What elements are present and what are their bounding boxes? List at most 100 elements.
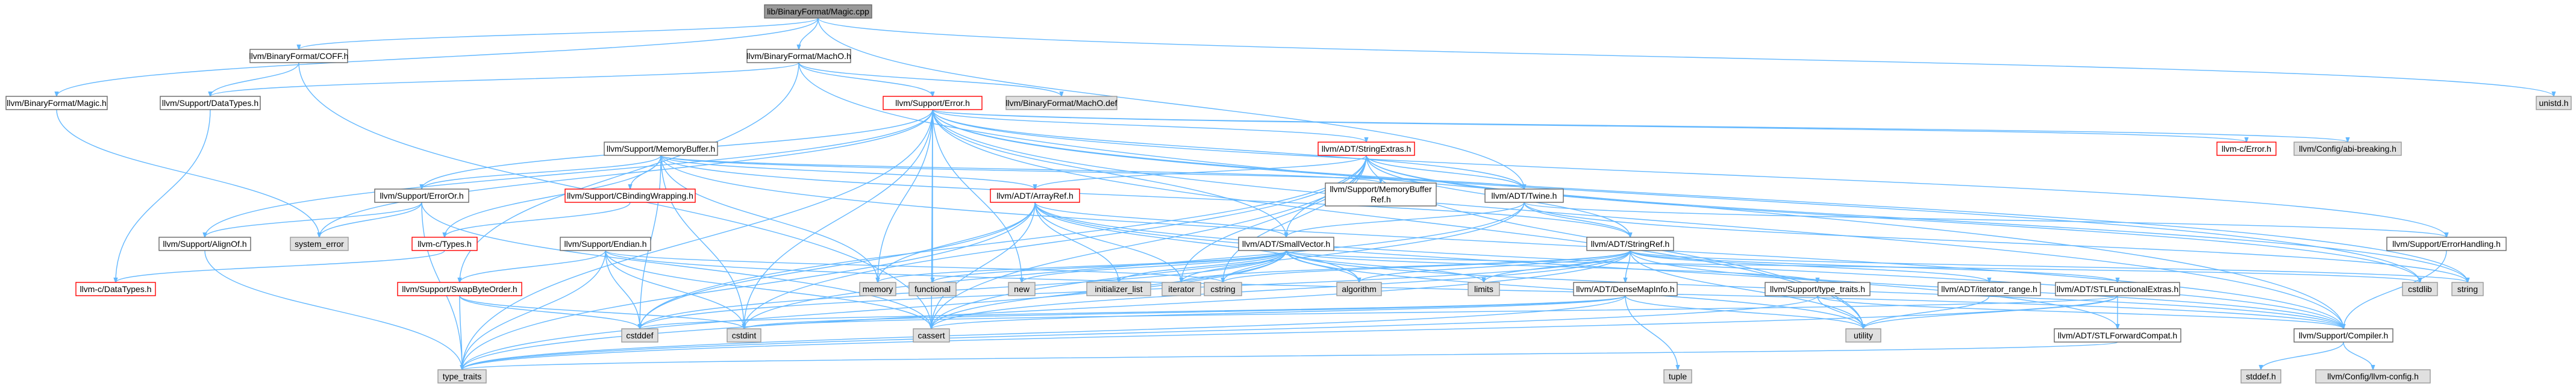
edge-arrayref_h-to-iterator (1034, 202, 1181, 282)
node-cstddef[interactable]: cstddef (621, 328, 658, 343)
edge-arrayref_h-to-algorithm (1034, 202, 1359, 282)
node-initializer-list[interactable]: initializer_list (1086, 282, 1151, 296)
node-llvm-support-alignof-h[interactable]: llvm/Support/AlignOf.h (158, 237, 251, 251)
edge-stringref_h-to-type_traits (462, 250, 1631, 370)
node-cstdint[interactable]: cstdint (727, 328, 761, 343)
node-cassert[interactable]: cassert (913, 328, 950, 343)
edge-stringref_h-to-string (1630, 250, 2468, 282)
node-llvm-adt-stringref-h[interactable]: llvm/ADT/StringRef.h (1586, 237, 1674, 251)
node-llvm-support-cbindingwrapping-h[interactable]: llvm/Support/CBindingWrapping.h (564, 188, 696, 203)
edge-smallvec_h-to-functional (933, 250, 1287, 282)
node-llvm-config-llvm-config-h[interactable]: llvm/Config/llvm-config.h (2315, 369, 2431, 384)
node-box (908, 282, 957, 296)
edge-root-to-macho_h (799, 17, 819, 49)
node-llvm-adt-stringextras-h[interactable]: llvm/ADT/StringExtras.h (1318, 142, 1415, 156)
node-memory[interactable]: memory (859, 282, 896, 296)
edge-macho_h-to-datatypes_h (210, 62, 799, 96)
node-label: llvm/Support/DataTypes.h (162, 98, 258, 108)
node-label: llvm/Support/ErrorHandling.h (2392, 239, 2501, 249)
node-llvm-adt-densemapinfo-h[interactable]: llvm/ADT/DenseMapInfo.h (1573, 282, 1678, 296)
node-label: llvm/BinaryFormat/Magic.h (7, 98, 107, 108)
node-llvm-support-erroror-h[interactable]: llvm/Support/ErrorOr.h (374, 188, 469, 203)
node-llvm-adt-stlfunctionalextras-h[interactable]: llvm/ADT/STLFunctionalExtras.h (2055, 282, 2180, 296)
edge-strext_h-to-arrayref_h (1035, 155, 1367, 189)
node-system-error[interactable]: system_error (290, 237, 349, 251)
edge-membuf_h-to-erroror_h (422, 155, 661, 189)
node-llvm-adt-stlforwardcompat-h[interactable]: llvm/ADT/STLForwardCompat.h (2054, 328, 2181, 343)
node-iterator[interactable]: iterator (1161, 282, 1201, 296)
edge-aligno_h-to-type_traits (204, 250, 462, 370)
node-llvm-support-type-traits-h[interactable]: llvm/Support/type_traits.h (1765, 282, 1871, 296)
node-llvm-support-errorhandling-h[interactable]: llvm/Support/ErrorHandling.h (2386, 237, 2507, 251)
node-llvm-adt-iterator-range-h[interactable]: llvm/ADT/iterator_range.h (1937, 282, 2041, 296)
node-box (290, 237, 349, 251)
node-llvm-c-error-h[interactable]: llvm-c/Error.h (2216, 142, 2277, 156)
node-cstring[interactable]: cstring (1204, 282, 1242, 296)
edge-root-to-twine_h (818, 17, 1524, 189)
node-box (1586, 237, 1674, 251)
node-box (2315, 369, 2431, 384)
edge-strext_h-to-iterator (1181, 155, 1367, 282)
node-cstdlib[interactable]: cstdlib (2402, 282, 2438, 296)
node-utility[interactable]: utility (1845, 328, 1881, 343)
nodes-layer: lib/BinaryFormat/Magic.cpp llvm/BinaryFor… (5, 4, 2572, 384)
node-label: llvm/Support/SwapByteOrder.h (402, 284, 517, 294)
node-llvm-support-endian-h[interactable]: llvm/Support/Endian.h (560, 237, 651, 251)
node-label: llvm/ADT/StringExtras.h (1322, 144, 1411, 154)
node-box (2386, 237, 2507, 251)
node-string[interactable]: string (2451, 282, 2484, 296)
node-llvm-support-error-h[interactable]: llvm/Support/Error.h (883, 96, 983, 110)
edge-error_h-to-string (932, 109, 2468, 282)
edge-error_h-to-cstdint (744, 109, 933, 329)
node-functional[interactable]: functional (908, 282, 957, 296)
edge-twine_h-to-cassert (931, 202, 1525, 329)
node-unistd-h[interactable]: unistd.h (2536, 96, 2572, 110)
node-algorithm[interactable]: algorithm (1336, 282, 1382, 296)
node-tuple[interactable]: tuple (1663, 369, 1692, 384)
node-stddef-h[interactable]: stddef.h (2240, 369, 2281, 384)
node-llvm-c-types-h[interactable]: llvm-c/Types.h (411, 237, 478, 251)
node-box (621, 328, 658, 343)
node-llvm-support-swapbyteorder-h[interactable]: llvm/Support/SwapByteOrder.h (397, 282, 522, 296)
node-type-traits[interactable]: type_traits (437, 369, 487, 384)
node-label: llvm/ADT/SmallVector.h (1242, 239, 1330, 249)
node-llvm-binaryformat-macho-h[interactable]: llvm/BinaryFormat/MachO.h (746, 49, 851, 63)
node-llvm-binaryformat-coff-h[interactable]: llvm/BinaryFormat/COFF.h (249, 49, 349, 63)
edge-compiler_h-to-llvmconfig_h (2343, 341, 2373, 370)
edge-strext_h-to-cstddef (640, 155, 1367, 329)
node-box (1238, 237, 1334, 251)
node-limits[interactable]: limits (1468, 282, 1500, 296)
node-label: cstddef (626, 331, 653, 340)
node-box (1204, 282, 1242, 296)
node-label: llvm/Support/ErrorOr.h (380, 191, 463, 201)
node-box (1336, 282, 1382, 296)
node-llvm-support-memorybuffer-h[interactable]: llvm/Support/MemoryBuffer.h (604, 142, 718, 156)
edge-root-to-magic_h (57, 17, 819, 96)
edge-error_h-to-compiler_h (932, 109, 2343, 329)
node-llvm-adt-arrayref-h[interactable]: llvm/ADT/ArrayRef.h (990, 188, 1080, 203)
edge-densemapinfo_h-to-cstdint (744, 295, 1626, 329)
node-llvm-config-abi-breaking-h[interactable]: llvm/Config/abi-breaking.h (2293, 142, 2402, 156)
node-box (437, 369, 487, 384)
edge-densemapinfo_h-to-cassert (931, 295, 1626, 329)
edge-arrayref_h-to-memory (878, 202, 1036, 282)
node-llvm-support-datatypes-h[interactable]: llvm/Support/DataTypes.h (160, 96, 261, 110)
node-label: cassert (918, 331, 945, 340)
node-lib-binaryformat-magic-cpp[interactable]: lib/BinaryFormat/Magic.cpp (764, 4, 872, 19)
edge-stringref_h-to-algorithm (1359, 250, 1631, 282)
node-llvm-binaryformat-magic-h[interactable]: llvm/BinaryFormat/Magic.h (5, 96, 108, 110)
node-label: llvm/Support/AlignOf.h (163, 239, 246, 249)
edge-swapbyte_h-to-cstdint (459, 295, 744, 329)
node-box (1161, 282, 1201, 296)
node-llvm-adt-smallvector-h[interactable]: llvm/ADT/SmallVector.h (1238, 237, 1334, 251)
node-box (160, 96, 261, 110)
node-llvm-binaryformat-macho-def[interactable]: llvm/BinaryFormat/MachO.def (1005, 96, 1118, 110)
node-new[interactable]: new (1008, 282, 1036, 296)
edge-cbinding_h-to-ctypes_h (445, 202, 631, 237)
node-llvm-support-compiler-h[interactable]: llvm/Support/Compiler.h (2293, 328, 2393, 343)
node-llvm-adt-twine-h[interactable]: llvm/ADT/Twine.h (1484, 188, 1564, 203)
node-llvm-c-datatypes-h[interactable]: llvm-c/DataTypes.h (75, 282, 156, 296)
